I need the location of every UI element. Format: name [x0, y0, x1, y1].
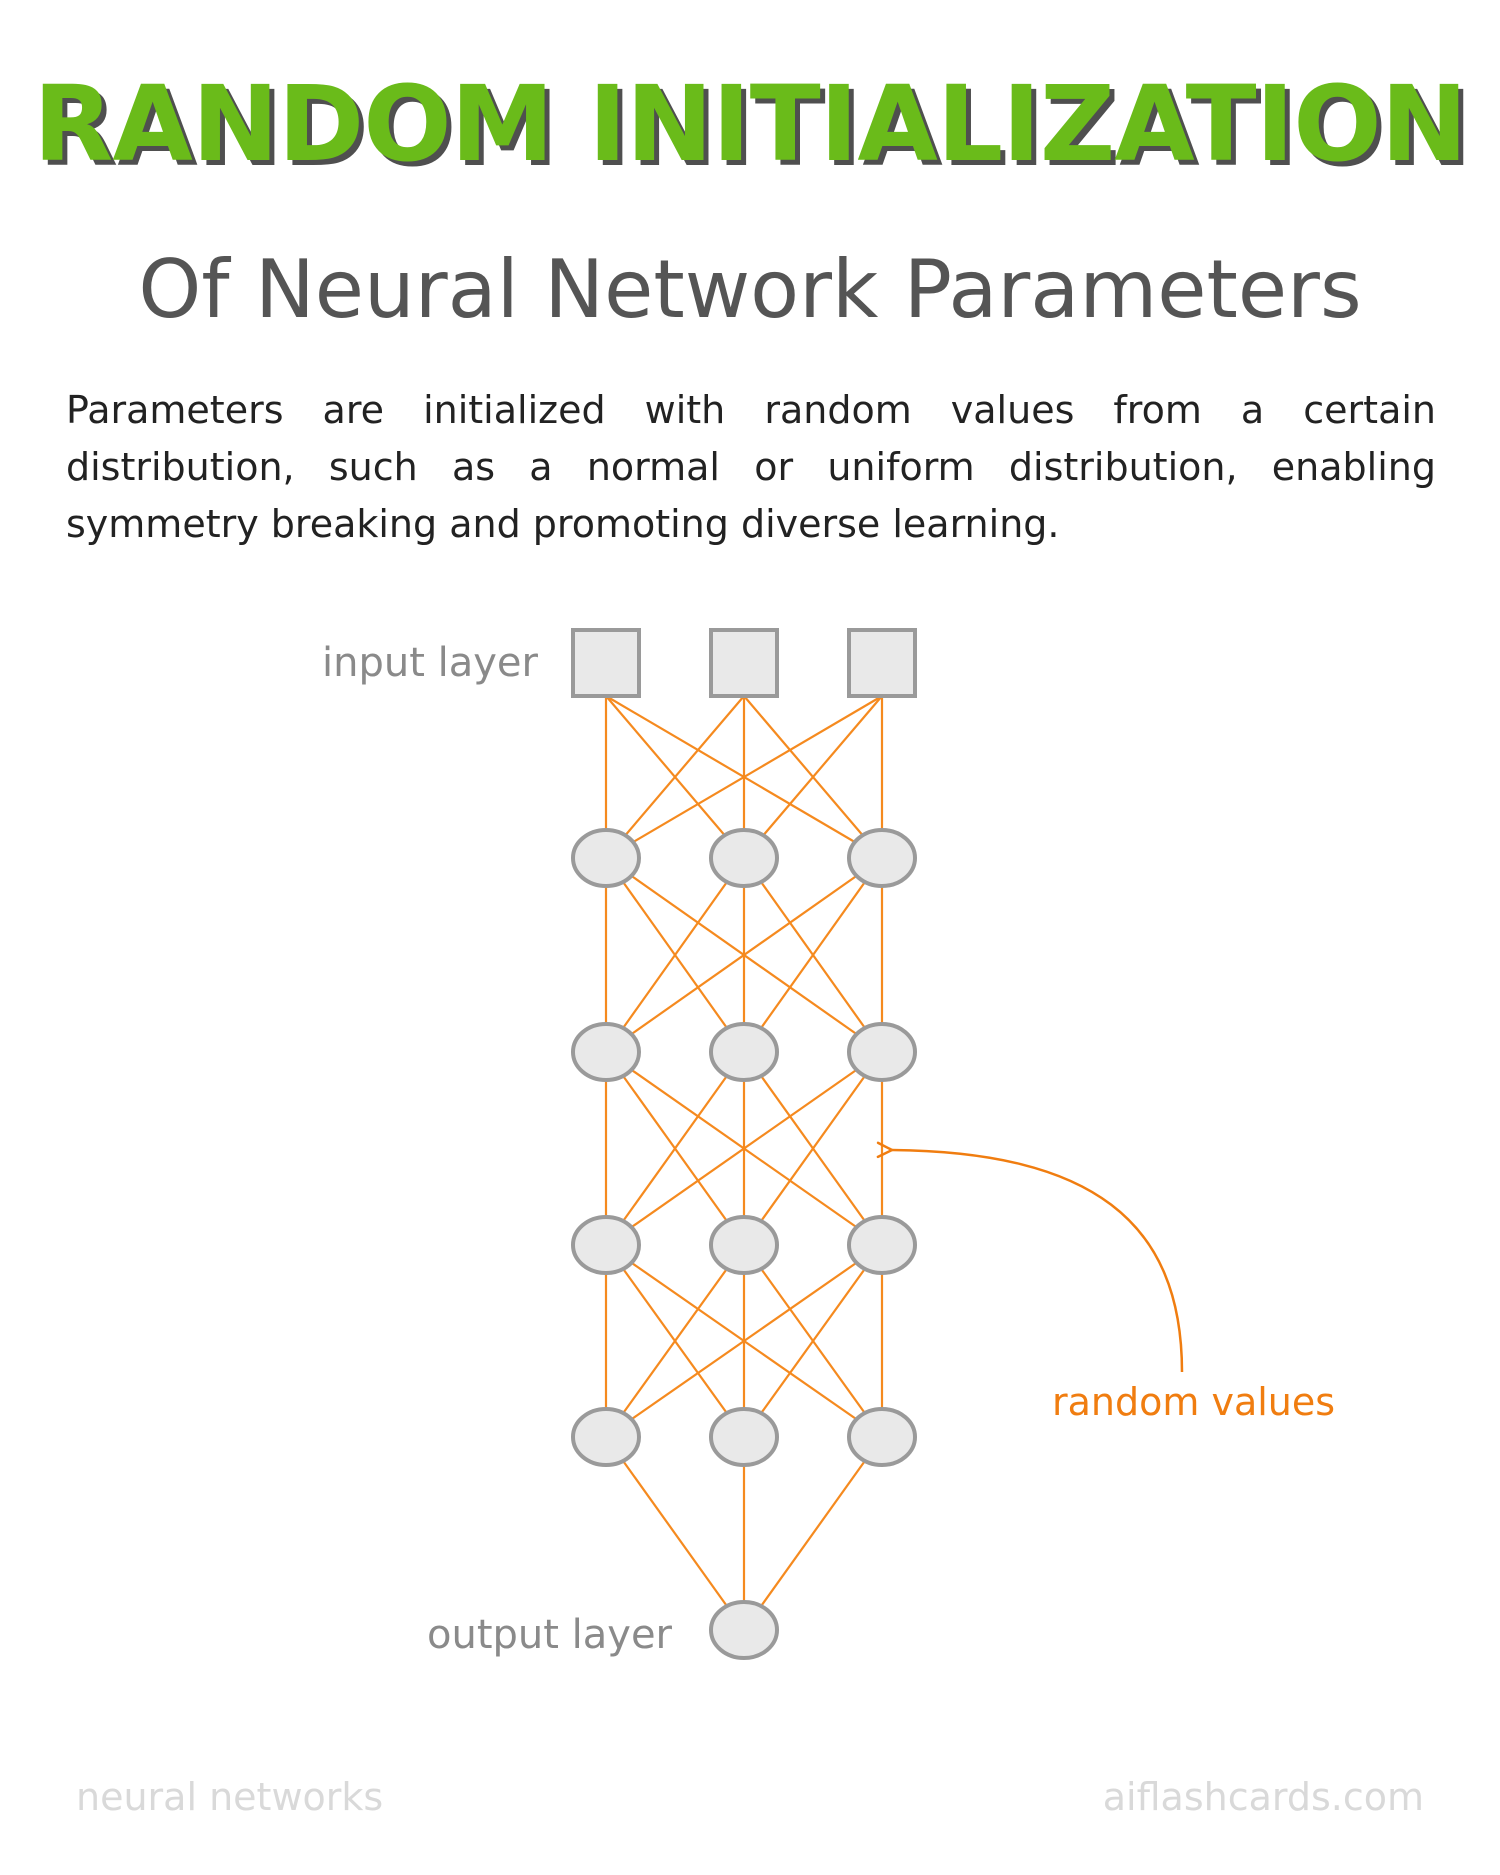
- connection-line-2-2-1: [743, 1051, 883, 1246]
- input-node-0: [571, 628, 641, 698]
- connection-line-4-0-0: [605, 1436, 745, 1631]
- footer-site: aiflashcards.com: [1102, 1775, 1424, 1819]
- output-node: [709, 1600, 779, 1660]
- connection-line-1-1-0: [605, 857, 745, 1053]
- nodes-group: [571, 628, 917, 1660]
- connection-line-1-2-0: [605, 857, 883, 1053]
- connection-line-3-2-1: [743, 1244, 883, 1438]
- connection-line-1-2-1: [743, 857, 883, 1053]
- random-values-label: random values: [1052, 1380, 1335, 1424]
- footer-topic: neural networks: [76, 1775, 384, 1819]
- hidden-node-1-0: [571, 828, 641, 888]
- connection-line-0-1-0: [605, 695, 745, 859]
- connection-line-3-2-0: [605, 1244, 883, 1438]
- connection-line-3-1-0: [605, 1244, 745, 1438]
- connections-group: [604, 695, 884, 1631]
- connection-line-4-2-0: [743, 1436, 883, 1631]
- hidden-node-3-1: [709, 1215, 779, 1275]
- hidden-node-4-0: [571, 1407, 641, 1467]
- input-layer-label: input layer: [322, 640, 539, 686]
- hidden-node-3-0: [571, 1215, 641, 1275]
- connection-line-2-1-0: [605, 1051, 745, 1246]
- description-text: Parameters are initialized with random v…: [66, 388, 1436, 546]
- hidden-node-1-1: [709, 828, 779, 888]
- hidden-node-2-0: [571, 1022, 641, 1082]
- hidden-node-3-2: [847, 1215, 917, 1275]
- hidden-node-2-2: [847, 1022, 917, 1082]
- connection-line-0-2-1: [743, 695, 883, 859]
- connection-line-0-2-0: [605, 695, 883, 859]
- hidden-node-2-1: [709, 1022, 779, 1082]
- input-node-1: [709, 628, 779, 698]
- page-title: RANDOM INITIALIZATION: [33, 63, 1467, 185]
- output-layer-label: output layer: [427, 1612, 673, 1658]
- hidden-node-4-1: [709, 1407, 779, 1467]
- annotation-arrow: [876, 1141, 1184, 1373]
- input-node-2: [847, 628, 917, 698]
- page-subtitle: Of Neural Network Parameters: [138, 243, 1362, 336]
- connection-line-2-2-0: [605, 1051, 883, 1246]
- hidden-node-1-2: [847, 828, 917, 888]
- hidden-node-4-2: [847, 1407, 917, 1467]
